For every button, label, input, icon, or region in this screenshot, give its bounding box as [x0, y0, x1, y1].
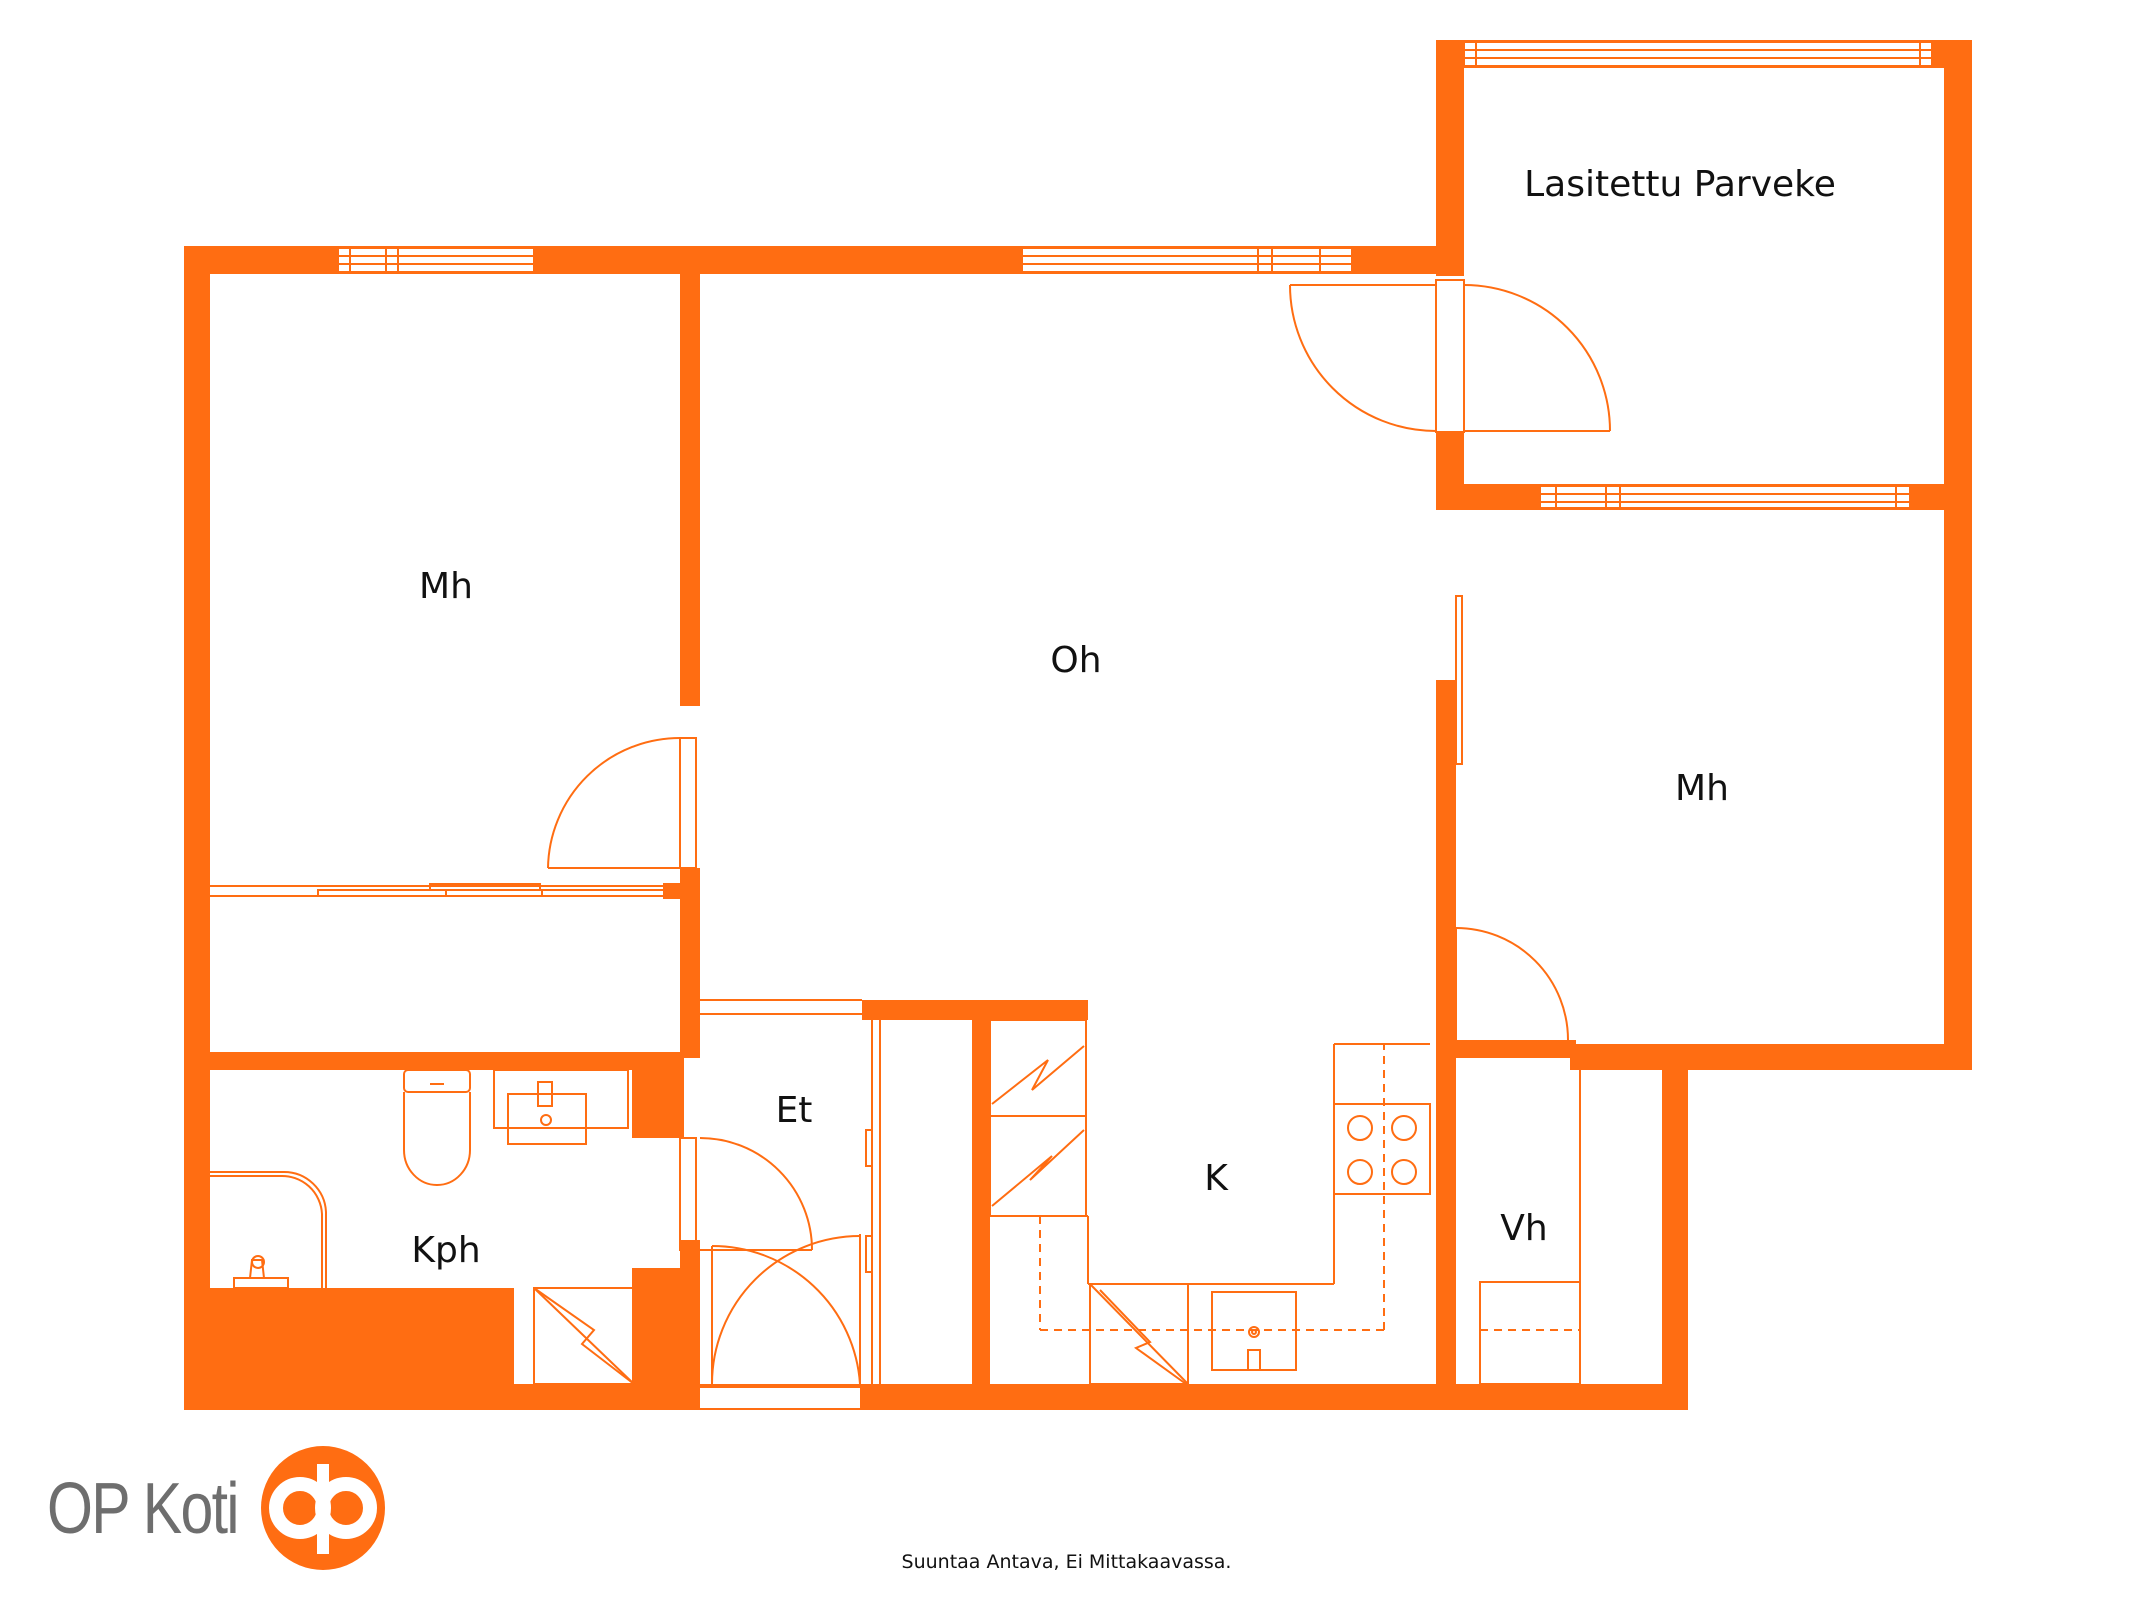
wall	[1662, 1044, 1688, 1410]
room-label-bathroom: Kph	[411, 1230, 480, 1271]
room-label-balcony: Lasitettu Parveke	[1524, 164, 1836, 205]
room-label-kitchen: K	[1204, 1158, 1229, 1199]
wall	[680, 868, 700, 1058]
wall	[1944, 40, 1972, 1070]
wall	[680, 246, 700, 706]
wall	[680, 1240, 700, 1410]
wall	[632, 1052, 684, 1138]
room-label-bedroom-left: Mh	[419, 566, 473, 607]
scale-note: Suuntaa Antava, Ei Mittakaavassa.	[901, 1551, 1232, 1573]
room-label-bedroom-right: Mh	[1675, 768, 1729, 809]
wall	[184, 246, 210, 1410]
room-label-living-room: Oh	[1050, 640, 1101, 681]
wall	[972, 1000, 990, 1410]
wall	[184, 1288, 514, 1410]
room-label-walk-in-closet: Vh	[1500, 1208, 1547, 1249]
wall	[1570, 1044, 1972, 1070]
op-logo-icon	[261, 1446, 385, 1570]
room-label-entrance: Et	[776, 1090, 813, 1131]
wall	[1436, 680, 1456, 1410]
logo-text: OP Koti	[47, 1469, 240, 1549]
wall	[184, 1052, 684, 1070]
